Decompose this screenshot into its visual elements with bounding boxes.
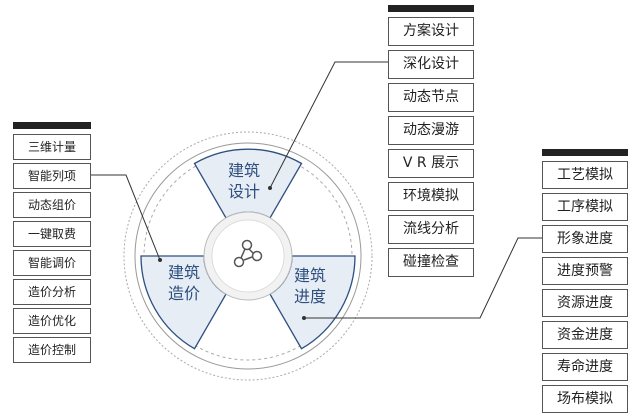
list-item[interactable]: 深化设计 bbox=[388, 50, 474, 79]
connector-progress-dot bbox=[302, 316, 306, 320]
list-item[interactable]: 造价分析 bbox=[13, 279, 91, 305]
segment-label-line: 建筑 bbox=[293, 266, 326, 285]
segment-label-cost: 建筑 造价 bbox=[154, 262, 214, 304]
list-item[interactable]: 工序模拟 bbox=[542, 193, 628, 221]
list-item[interactable]: 造价控制 bbox=[13, 337, 91, 363]
progress-feature-list: 工艺模拟 工序模拟 形象进度 进度预警 资源进度 资金进度 寿命进度 场布模拟 bbox=[542, 149, 628, 417]
list-item[interactable]: 一键取费 bbox=[13, 221, 91, 247]
outer-dashed-ring bbox=[123, 131, 373, 381]
connector-cost-dot bbox=[158, 258, 162, 262]
list-item[interactable]: 进度预警 bbox=[542, 257, 628, 285]
list-item[interactable]: 流线分析 bbox=[388, 215, 474, 244]
list-item[interactable]: 动态漫游 bbox=[388, 116, 474, 145]
list-item[interactable]: 场布模拟 bbox=[542, 385, 628, 413]
list-item[interactable]: 形象进度 bbox=[542, 225, 628, 253]
list-item[interactable]: V R 展示 bbox=[388, 149, 474, 178]
list-item[interactable]: 环境模拟 bbox=[388, 182, 474, 211]
list-item[interactable]: 资金进度 bbox=[542, 321, 628, 349]
connector-progress bbox=[304, 237, 542, 319]
design-feature-list: 方案设计 深化设计 动态节点 动态漫游 V R 展示 环境模拟 流线分析 碰撞检… bbox=[388, 5, 474, 281]
list-cap bbox=[13, 122, 91, 129]
segment-label-line: 建筑 bbox=[167, 263, 200, 282]
connector-cost bbox=[91, 174, 161, 261]
list-item[interactable]: 碰撞检查 bbox=[388, 248, 474, 277]
outer-ring bbox=[134, 142, 362, 370]
cost-feature-list: 三维计量 智能列项 动态组价 一键取费 智能调价 造价分析 造价优化 造价控制 bbox=[13, 122, 91, 366]
segment-label-line: 建筑 bbox=[227, 161, 260, 180]
list-item[interactable]: 智能调价 bbox=[13, 250, 91, 276]
list-item[interactable]: 动态节点 bbox=[388, 83, 474, 112]
list-item[interactable]: 三维计量 bbox=[13, 134, 91, 160]
list-item[interactable]: 智能列项 bbox=[13, 163, 91, 189]
segment-label-line: 造价 bbox=[167, 284, 200, 303]
list-item[interactable]: 寿命进度 bbox=[542, 353, 628, 381]
list-item[interactable]: 工艺模拟 bbox=[542, 161, 628, 189]
list-item[interactable]: 造价优化 bbox=[13, 308, 91, 334]
connector-design-dot bbox=[268, 186, 272, 190]
connector-design bbox=[269, 61, 392, 189]
list-item[interactable]: 动态组价 bbox=[13, 192, 91, 218]
segment-label-line: 设计 bbox=[227, 182, 260, 201]
list-item[interactable]: 资源进度 bbox=[542, 289, 628, 317]
share-network-icon bbox=[233, 239, 263, 268]
segment-label-line: 进度 bbox=[293, 287, 326, 306]
segment-label-design: 建筑 设计 bbox=[214, 160, 274, 202]
hub-inner bbox=[211, 219, 285, 293]
list-cap bbox=[388, 5, 474, 12]
list-cap bbox=[542, 149, 628, 156]
segment-label-progress: 建筑 进度 bbox=[280, 265, 340, 307]
list-item[interactable]: 方案设计 bbox=[388, 17, 474, 46]
